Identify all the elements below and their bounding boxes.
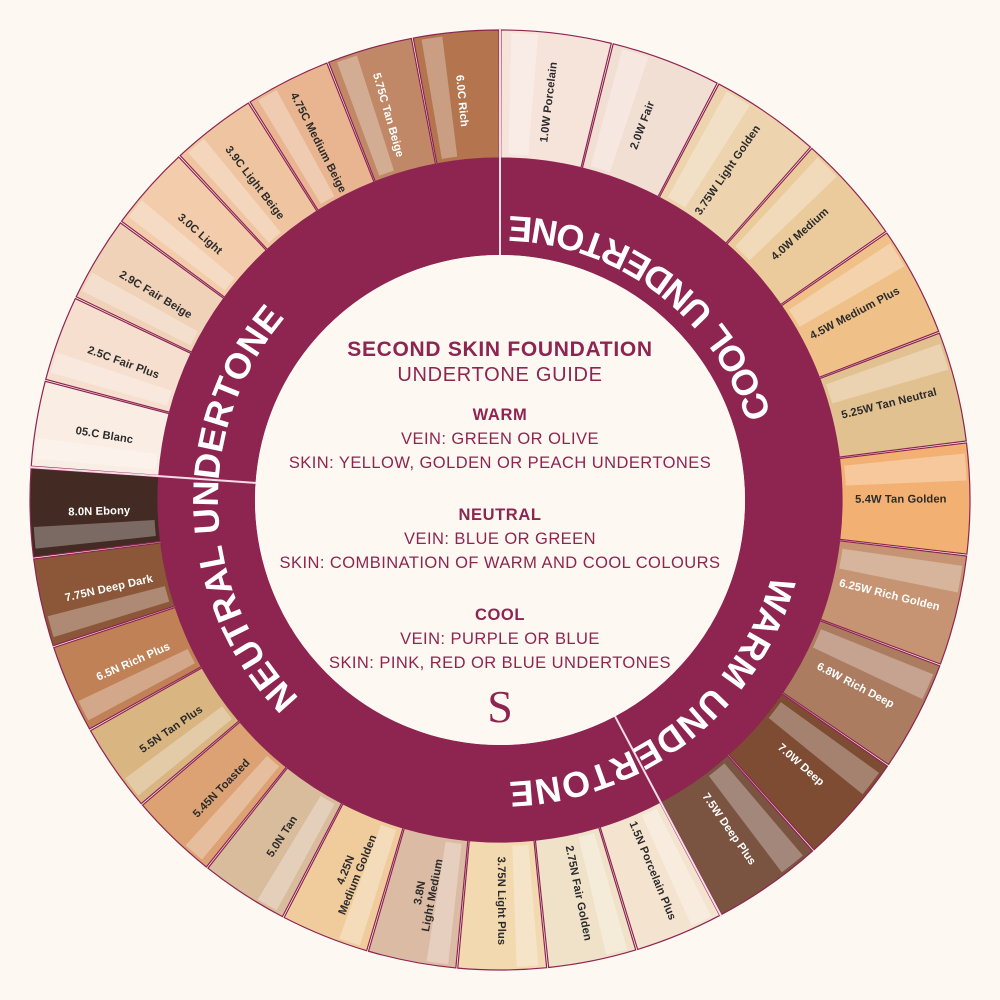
section-divider <box>29 466 256 484</box>
shade-label: 5.4W Tan Golden <box>855 494 947 506</box>
swatch-gloss-highlight <box>128 200 235 291</box>
swatch-gloss-highlight <box>82 272 198 346</box>
swatch-gloss-highlight <box>50 352 172 406</box>
swatch-gloss-highlight <box>33 520 156 549</box>
swatch-gloss-highlight <box>590 49 649 172</box>
swatch-gloss-highlight <box>844 453 967 486</box>
swatch-gloss-highlight <box>337 55 394 176</box>
shade-label: 6.0C Rich <box>453 75 470 128</box>
section-divider <box>614 715 723 918</box>
swatch-gloss-highlight <box>641 808 712 926</box>
swatch-gloss-highlight <box>578 832 628 955</box>
swatch-gloss-highlight <box>839 548 963 593</box>
swatch-gloss-highlight <box>257 795 335 911</box>
swatch-gloss-highlight <box>185 755 280 860</box>
swatch-gloss-highlight <box>508 33 539 156</box>
swatch-gloss-highlight <box>47 586 170 638</box>
inner-disc <box>255 255 745 745</box>
swatch-gloss-highlight <box>708 763 803 873</box>
swatch-gloss-highlight <box>735 157 837 261</box>
swatch-gloss-highlight <box>34 437 158 470</box>
shade-label: 3.75N Light Plus <box>495 857 507 946</box>
swatch-gloss-highlight <box>187 138 281 243</box>
swatch-gloss-highlight <box>667 91 750 208</box>
swatch-gloss-highlight <box>125 706 233 796</box>
inner-disc-fill <box>255 255 745 745</box>
swatch-gloss-highlight <box>812 629 934 700</box>
shade-swatch-group <box>29 29 971 971</box>
swatch-gloss-highlight <box>339 824 397 946</box>
swatch-gloss-highlight <box>258 89 335 204</box>
swatch-gloss-highlight <box>421 36 458 159</box>
shade-label: 8.0N Ebony <box>68 505 131 519</box>
swatch-gloss-highlight <box>426 841 462 965</box>
swatch-gloss-highlight <box>826 343 949 404</box>
swatch-gloss-highlight <box>789 243 905 327</box>
undertone-ring <box>29 28 842 918</box>
swatch-gloss-highlight <box>512 844 539 967</box>
swatch-gloss-highlight <box>78 648 195 721</box>
swatch-gloss-highlight <box>768 702 880 795</box>
